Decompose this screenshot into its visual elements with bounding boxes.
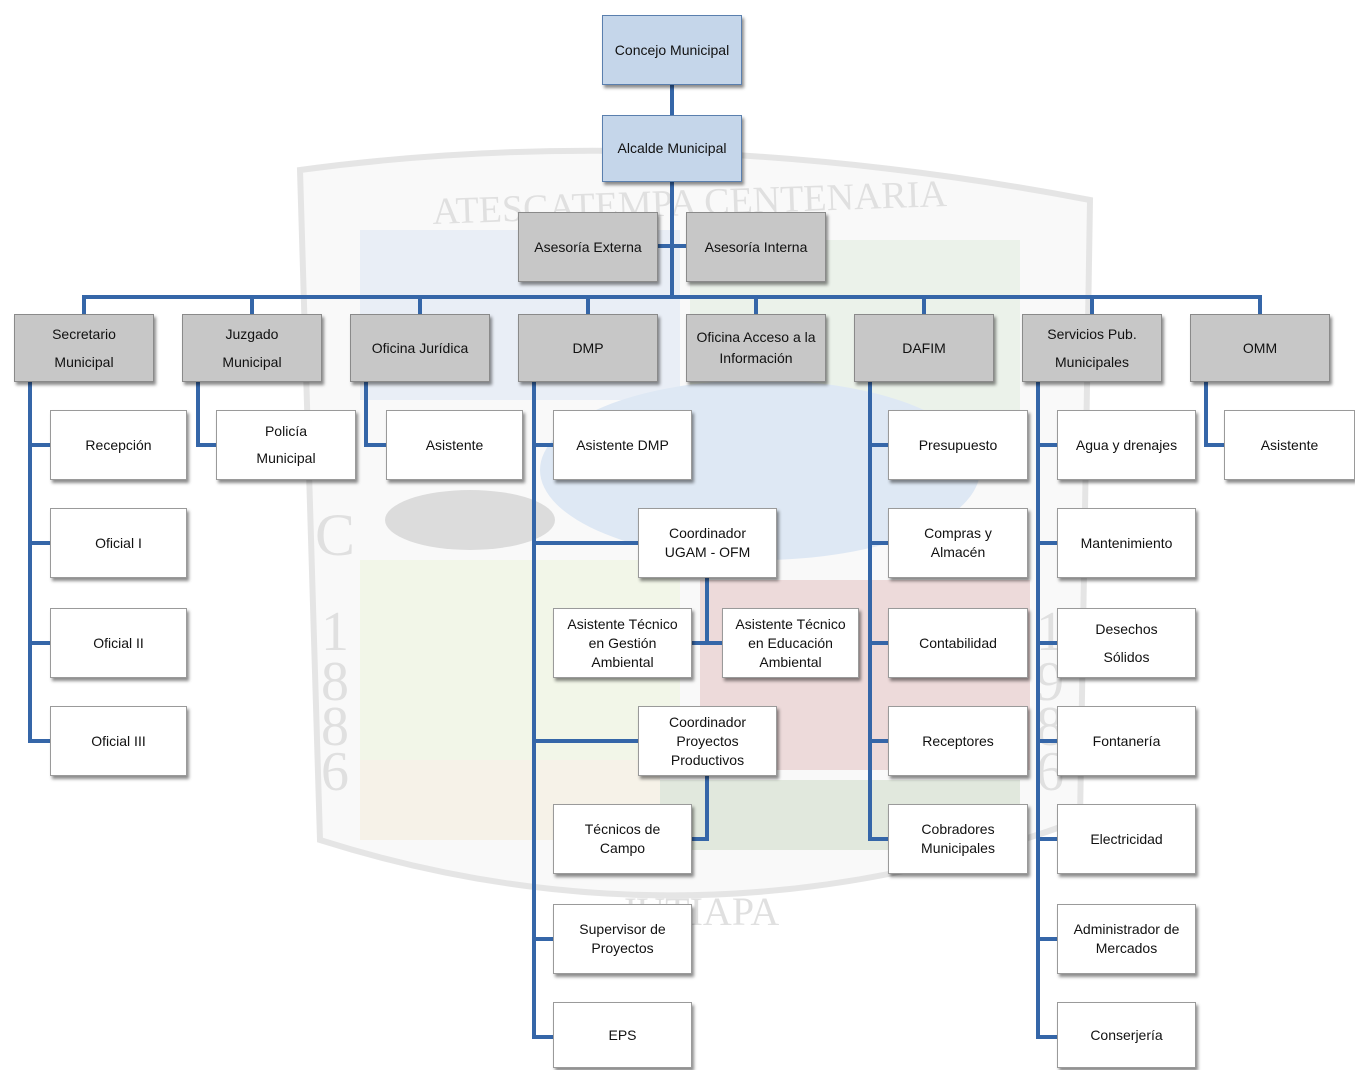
- node-recepcion: Recepción: [50, 410, 187, 480]
- node-oficina-acceso-informacion: Oficina Acceso a la Información: [686, 314, 826, 382]
- connector-secretario-children: [28, 380, 52, 743]
- connector-juzgado-policia: [196, 380, 218, 447]
- node-asistente-juridica: Asistente: [386, 410, 523, 480]
- node-fontaneria: Fontanería: [1057, 706, 1196, 776]
- node-mantenimiento: Mantenimiento: [1057, 508, 1196, 578]
- node-oficina-juridica: Oficina Jurídica: [350, 314, 490, 382]
- node-dafim: DAFIM: [854, 314, 994, 382]
- node-desechos-solidos: Desechos Sólidos: [1057, 608, 1196, 678]
- node-concejo-municipal: Concejo Municipal: [602, 15, 742, 85]
- connector-juridica-asistente: [364, 380, 388, 447]
- connector-omm-asistente: [1204, 380, 1226, 447]
- node-tecnicos-de-campo: Técnicos de Campo: [553, 804, 692, 874]
- node-cobradores-municipales: Cobradores Municipales: [888, 804, 1028, 874]
- node-conserjeria: Conserjería: [1057, 1002, 1196, 1068]
- node-supervisor-de-proyectos: Supervisor de Proyectos: [553, 904, 692, 974]
- node-juzgado-municipal: Juzgado Municipal: [182, 314, 322, 382]
- node-omm: OMM: [1190, 314, 1330, 382]
- connector-servicios-children: [1036, 380, 1059, 1039]
- node-asistente-tecnico-gestion-ambiental: Asistente Técnico en Gestión Ambiental: [553, 608, 692, 678]
- node-eps: EPS: [553, 1002, 692, 1068]
- node-alcalde-municipal: Alcalde Municipal: [602, 115, 742, 182]
- node-oficial-iii: Oficial III: [50, 706, 187, 776]
- node-asesoria-externa: Asesoría Externa: [518, 212, 658, 282]
- node-asesoria-interna: Asesoría Interna: [686, 212, 826, 282]
- node-servicios-publicos-municipales: Servicios Pub. Municipales: [1022, 314, 1162, 382]
- connector-proyectos-tecnicos: [690, 774, 709, 841]
- watermark-left-digit-2: 8: [321, 651, 349, 713]
- watermark-left-letter: C: [315, 502, 355, 568]
- node-coordinador-proyectos-productivos: Coordinador Proyectos Productivos: [638, 706, 777, 776]
- node-secretario-municipal: Secretario Municipal: [14, 314, 154, 382]
- node-asistente-omm: Asistente: [1224, 410, 1355, 480]
- node-asistente-dmp: Asistente DMP: [553, 410, 692, 480]
- watermark-left-digit-3: 8: [321, 696, 349, 758]
- connector-dafim-children: [868, 380, 890, 841]
- connector-dmp-children: [532, 380, 555, 1039]
- watermark-left-digit-1: 1: [321, 601, 349, 663]
- node-electricidad: Electricidad: [1057, 804, 1196, 874]
- node-presupuesto: Presupuesto: [888, 410, 1028, 480]
- node-compras-almacen: Compras y Almacén: [888, 508, 1028, 578]
- node-agua-y-drenajes: Agua y drenajes: [1057, 410, 1196, 480]
- node-asistente-tecnico-educacion-ambiental: Asistente Técnico en Educación Ambiental: [722, 608, 859, 678]
- node-oficial-i: Oficial I: [50, 508, 187, 578]
- watermark-left-digit-4: 6: [321, 741, 349, 803]
- node-contabilidad: Contabilidad: [888, 608, 1028, 678]
- node-administrador-de-mercados: Administrador de Mercados: [1057, 904, 1196, 974]
- node-oficial-ii: Oficial II: [50, 608, 187, 678]
- node-dmp: DMP: [518, 314, 658, 382]
- node-policia-municipal: Policía Municipal: [216, 410, 356, 480]
- node-coordinador-ugam-ofm: Coordinador UGAM - OFM: [638, 508, 777, 578]
- node-receptores: Receptores: [888, 706, 1028, 776]
